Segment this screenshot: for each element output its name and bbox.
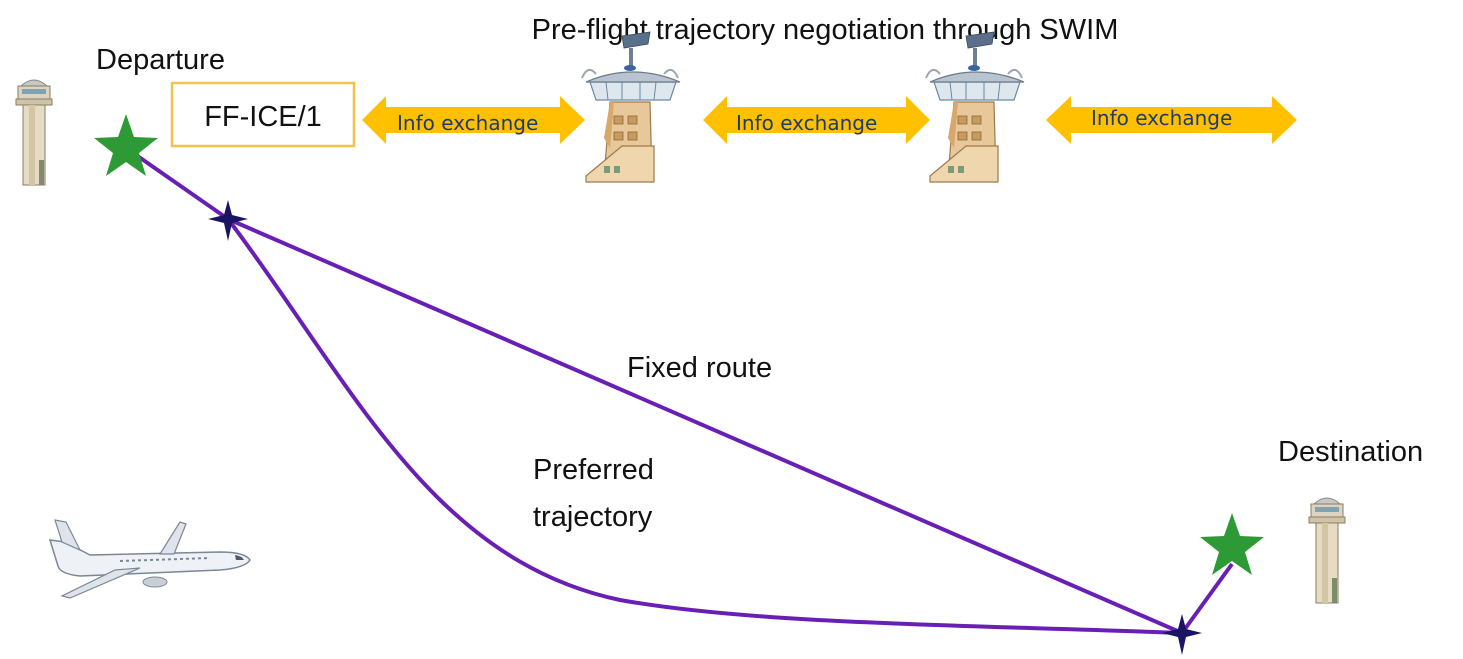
- ffice-box-label: FF-ICE/1: [204, 101, 322, 133]
- ffice-box: [170, 81, 356, 148]
- preferred-trajectory-label-line1: Preferred: [533, 454, 654, 486]
- diagram-title: Pre-flight trajectory negotiation throug…: [532, 14, 1119, 46]
- waypoint-end-icon: [1162, 614, 1202, 655]
- destination-tower-icon: [1308, 497, 1346, 604]
- info-exchange-label-2: Info exchange: [736, 111, 877, 135]
- departure-label: Departure: [96, 44, 225, 76]
- atc-center-2-icon: [925, 31, 1025, 183]
- fixed-route-label: Fixed route: [627, 352, 772, 384]
- destination-label: Destination: [1278, 436, 1423, 468]
- departure-tower-icon: [15, 79, 53, 186]
- info-exchange-label-1: Info exchange: [397, 111, 538, 135]
- info-exchange-arrow-1: Info exchange: [362, 96, 585, 144]
- preferred-trajectory-label-line2: trajectory: [533, 501, 653, 533]
- preferred-trajectory-line: [226, 217, 1183, 635]
- info-exchange-arrow-3: Info exchange: [1046, 96, 1297, 144]
- fixed-route-line: [124, 146, 1234, 635]
- info-exchange-label-3: Info exchange: [1091, 106, 1232, 130]
- departure-star-icon: [94, 114, 158, 176]
- info-exchange-arrow-2: Info exchange: [703, 96, 930, 144]
- atc-center-1-icon: [581, 31, 681, 183]
- airplane-icon: [48, 519, 251, 599]
